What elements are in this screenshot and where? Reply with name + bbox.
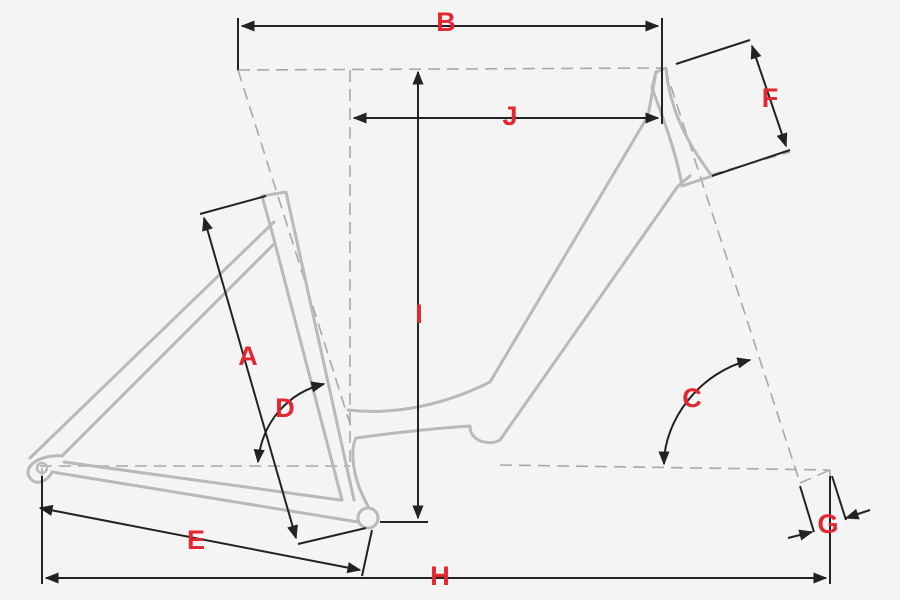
dim-g-ext-left	[799, 485, 815, 533]
dim-g-arrow-right	[844, 508, 871, 520]
label-h: H	[430, 561, 450, 591]
label-c: C	[682, 383, 702, 413]
label-b: B	[436, 7, 456, 37]
dim-e-ext	[361, 529, 373, 577]
seat-tube-front	[260, 190, 356, 502]
rear-axle	[35, 461, 49, 475]
label-e: E	[187, 525, 205, 555]
dim-g-arrow-left	[787, 529, 814, 541]
seat-tube-rear	[260, 194, 344, 502]
dimension-lines	[38, 18, 871, 584]
dimension-labels: B J I A D E H C F G	[187, 7, 839, 591]
dim-e-line	[38, 504, 362, 574]
label-g: G	[817, 509, 838, 539]
dim-f-ext-top	[675, 39, 751, 65]
dim-a-ext-bottom	[297, 527, 367, 545]
down-tube	[351, 174, 692, 508]
dim-a-line	[202, 216, 298, 540]
seat-stay-top	[28, 220, 276, 460]
dim-f-line	[750, 44, 788, 148]
dim-d-arc	[253, 381, 326, 464]
label-j: J	[502, 101, 517, 131]
label-a: A	[238, 341, 258, 371]
bike-frame	[26, 66, 714, 530]
bottom-bracket	[356, 506, 380, 530]
label-f: F	[762, 83, 779, 113]
label-i: I	[415, 299, 423, 329]
dim-f-ext-bottom	[711, 149, 791, 177]
fork-offset-line	[799, 469, 831, 484]
label-d: D	[275, 393, 295, 423]
steering-axis-line	[664, 67, 801, 484]
reference-lines	[40, 67, 831, 582]
seat-axis-line	[237, 69, 353, 431]
dim-c-arc	[658, 357, 752, 466]
front-axle-line	[499, 464, 831, 471]
rear-dropout	[26, 454, 64, 484]
top-tube	[346, 70, 658, 413]
dim-g-ext-right	[831, 475, 847, 521]
top-reference-line	[237, 67, 663, 71]
dim-a-ext-top	[199, 195, 267, 215]
